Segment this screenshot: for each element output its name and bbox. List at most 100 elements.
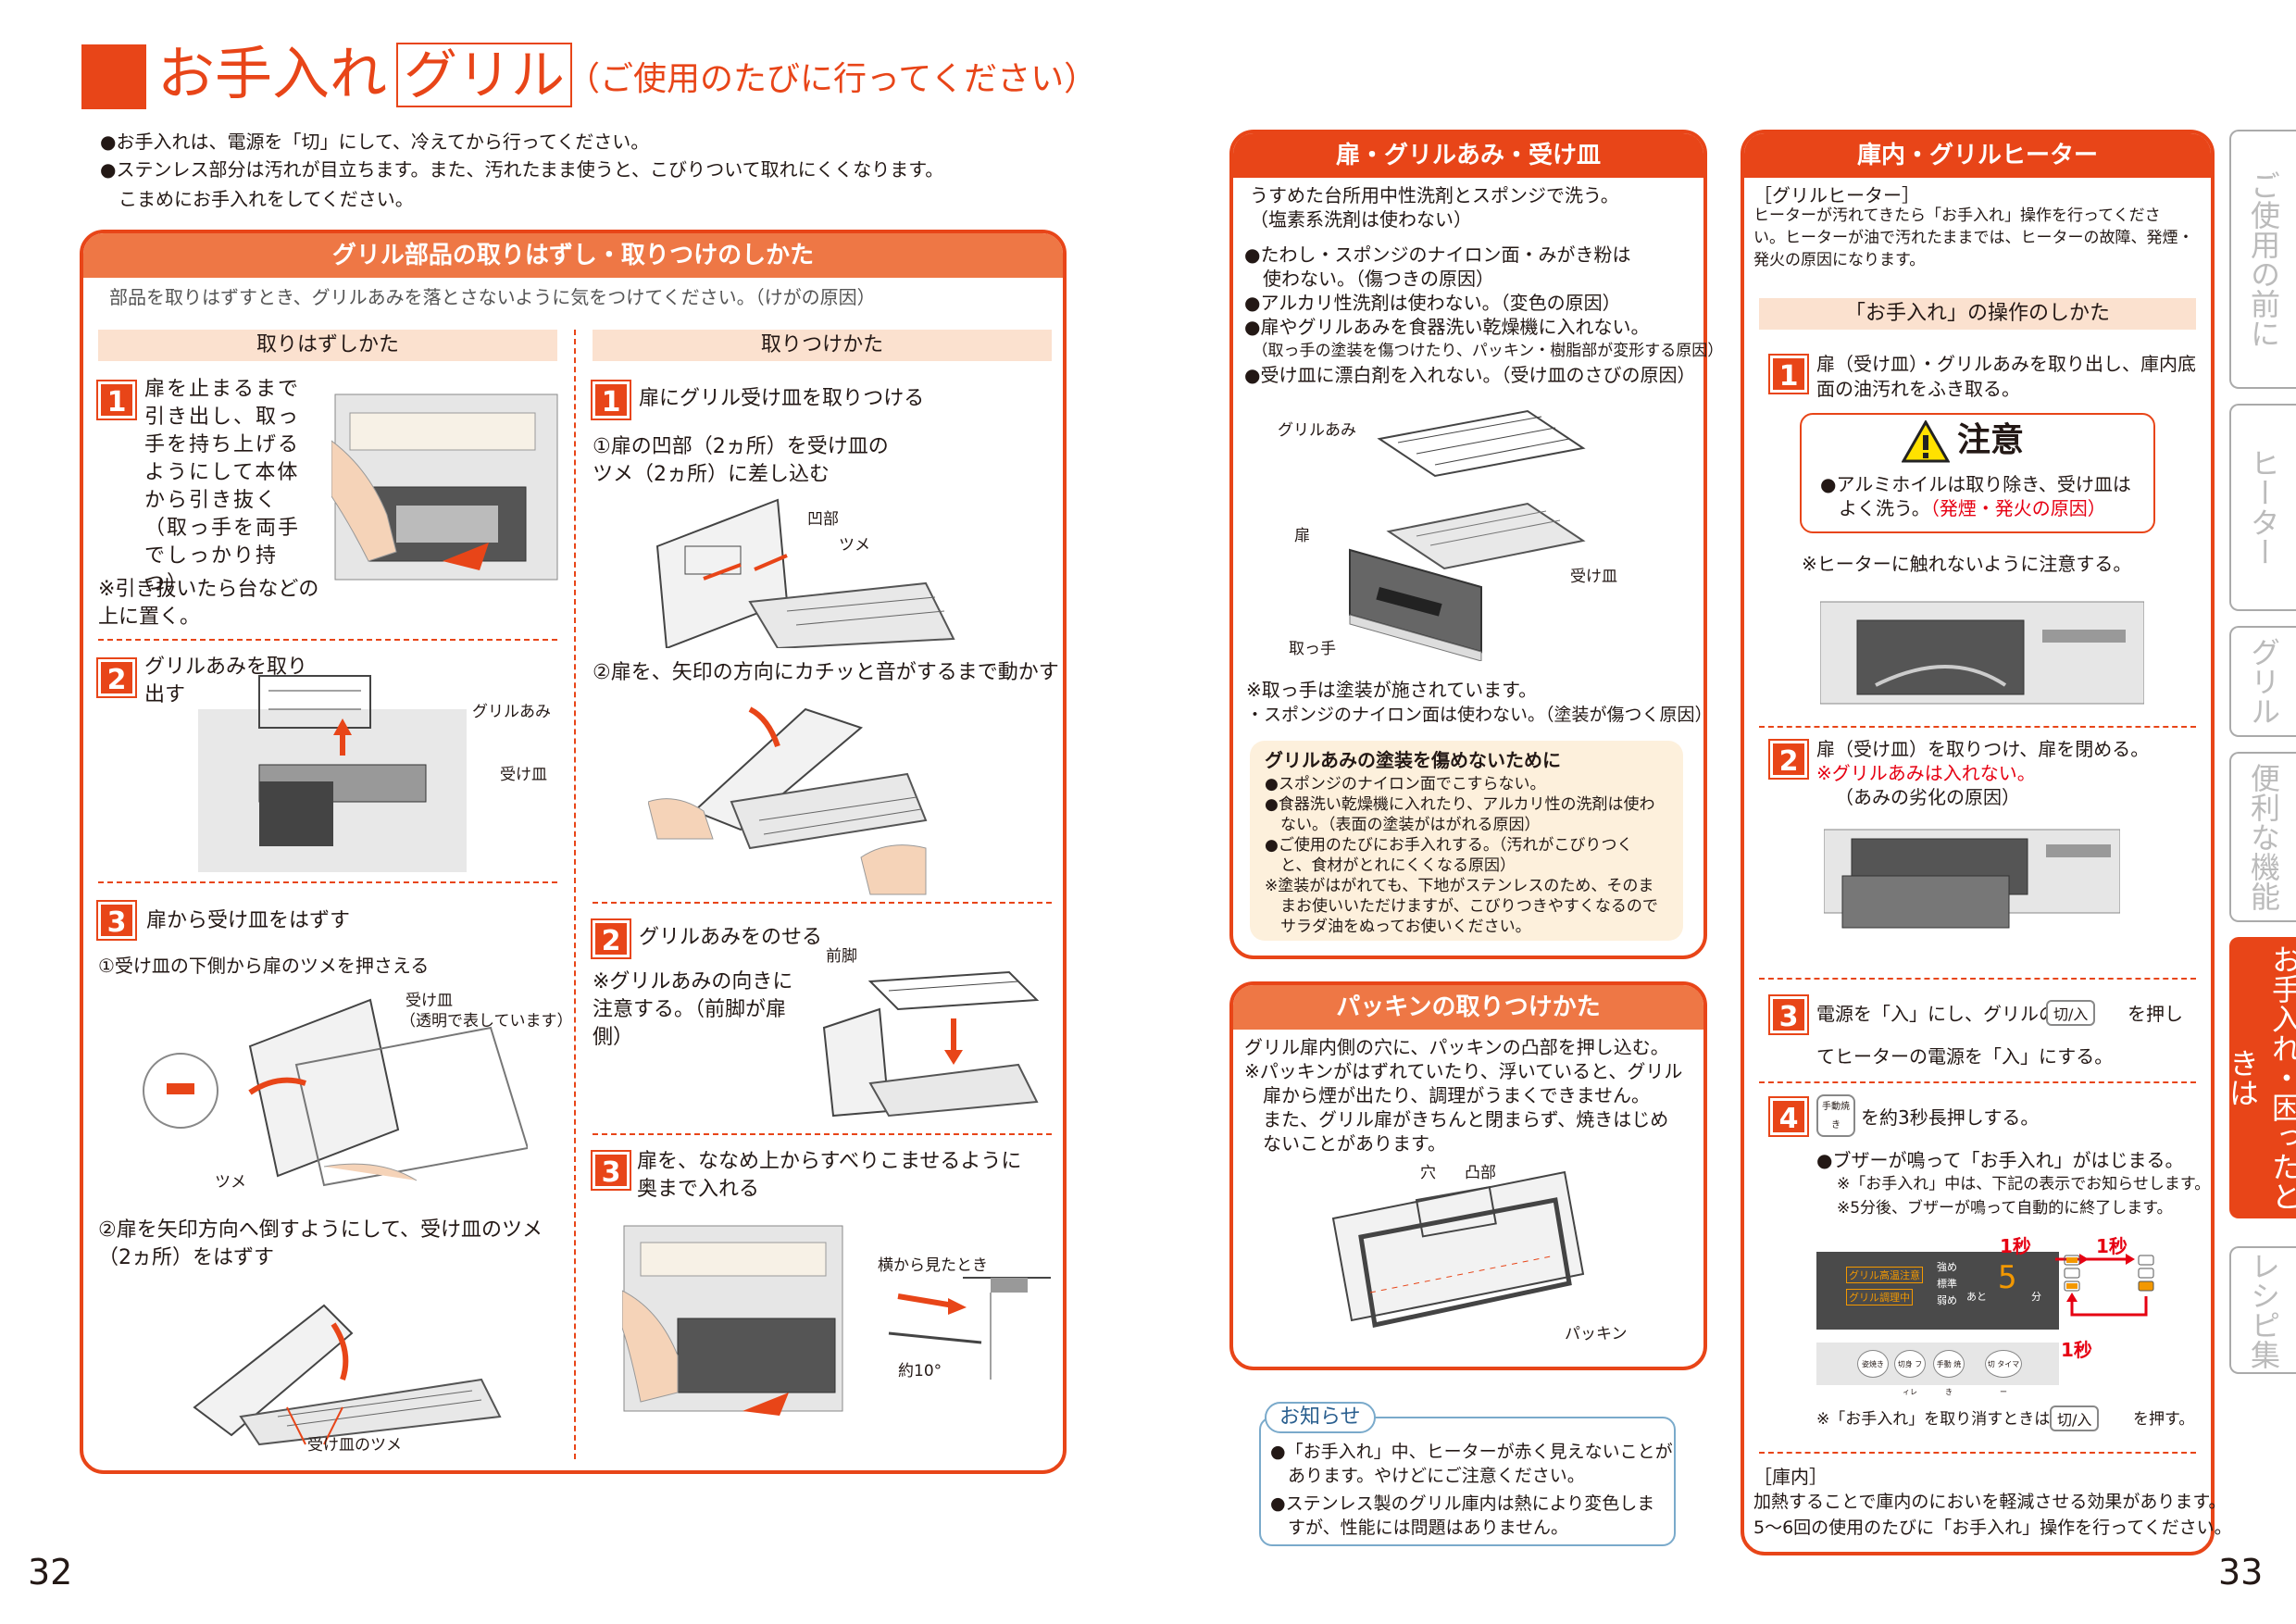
- panel-btn-manual[interactable]: 手動 焼き: [1933, 1350, 1965, 1396]
- caution-text-1: ●アルミホイルは取り除き、受け皿は: [1820, 473, 2131, 495]
- op-step3-text-b: を押し: [2128, 1003, 2183, 1025]
- heater-text-1: ヒーターが汚れてきたら「お手入れ」操作を行ってくださ: [1753, 206, 2161, 225]
- attach-step2-leg-label: 前脚: [826, 947, 857, 966]
- caution-text-2: よく洗う。（発煙・発火の原因）: [1820, 497, 2106, 519]
- tab-convenient[interactable]: 便利な機能: [2229, 752, 2296, 922]
- packing-convex-label: 凸部: [1465, 1164, 1496, 1182]
- door-bullet-5: （取っ手の塗装を傷つけたり、パッキン・樹脂部が変形する原因）: [1244, 342, 1724, 360]
- display-sec-2: 1秒: [2096, 1235, 2128, 1257]
- heater-text-2: い。ヒーターが油で汚れたままでは、ヒーターの故障、発煙・: [1753, 229, 2194, 247]
- attach-step2-note: ※グリルあみの向きに注意する。（前脚が扉側）: [593, 970, 793, 1049]
- attach-step1-recess-label: 凹部: [807, 510, 839, 529]
- column-divider: [574, 330, 576, 1459]
- attach-heading: 取りつけかた: [593, 330, 1052, 361]
- op-buzz: ●ブザーが鳴って「お手入れ」がはじまる。: [1816, 1149, 2184, 1171]
- remove-step2-tray-label: 受け皿: [500, 766, 547, 784]
- notice-line-2: あります。やけどにご注意ください。: [1270, 1466, 1585, 1486]
- op-step1-illustration: [1820, 601, 2144, 705]
- attach-step2-text: グリルあみをのせる: [639, 926, 823, 949]
- door-grill-label: グリルあみ: [1278, 421, 1356, 440]
- tab-recipes[interactable]: レシピ集: [2229, 1246, 2296, 1374]
- op-step2-text: 扉（受け皿）を取りつけ、扉を閉める。: [1816, 738, 2150, 760]
- display-sequence-diagram: [2055, 1254, 2154, 1317]
- coating-box-title: グリルあみの塗装を傷めないために: [1265, 749, 1561, 771]
- display-number: 5: [1998, 1259, 2017, 1296]
- attach-step3-side-label: 横から見たとき: [878, 1256, 988, 1275]
- door-bullet-4: ●扉やグリルあみを食器洗い乾燥機に入れない。: [1244, 316, 1650, 338]
- tab-before-use[interactable]: ご使用の前に: [2229, 130, 2296, 389]
- coating-line-1: ●スポンジのナイロン面でこすらない。: [1265, 775, 1546, 793]
- tab-heater[interactable]: ヒーター: [2229, 404, 2296, 611]
- notice-line-4: すが、性能には問題はありません。: [1270, 1518, 1569, 1538]
- packing-hole-label: 穴: [1420, 1164, 1436, 1182]
- manual-grill-button-icon[interactable]: 手動焼き: [1816, 1094, 1855, 1137]
- remove-step1-text: 扉を止まるまで引き出し、取っ手を持ち上げるようにして本体から引き抜く（取っ手を両…: [144, 378, 301, 595]
- heater-head: ［グリルヒーター］: [1753, 184, 1920, 206]
- attach-step1-illustration-2: [648, 706, 928, 895]
- packing-line-3: 扉から煙が出たり、調理がうまくできません。: [1244, 1084, 1650, 1106]
- door-lead-note: （塩素系洗剤は使わない）: [1250, 208, 1472, 231]
- remove-step3-text: 扉から受け皿をはずす: [146, 909, 351, 932]
- attach-step1-badge: 1: [591, 380, 631, 420]
- door-grill-tray-title: 扉・グリルあみ・受け皿: [1233, 133, 1703, 178]
- title-block-icon: [81, 44, 146, 109]
- notice-box: [1259, 1417, 1676, 1546]
- op-step3-onoff-button[interactable]: 切/入: [2046, 1000, 2096, 1026]
- remove-heading: 取りはずしかた: [98, 330, 557, 361]
- removal-caution: 部品を取りはずすとき、グリルあみを落とさないように気をつけてください。（けがの原…: [109, 286, 876, 308]
- op-divider-4: [1759, 1452, 2196, 1454]
- panel-btn-timer[interactable]: 切 タイマー: [1985, 1350, 2022, 1396]
- cancel-onoff-button[interactable]: 切/入: [2050, 1405, 2100, 1431]
- packing-title: パッキンの取りつけかた: [1233, 985, 1703, 1030]
- op-step4-badge: 4: [1768, 1096, 1809, 1137]
- tab-grill[interactable]: グリル: [2229, 626, 2296, 737]
- remove-step3-illustration-2: [193, 1304, 502, 1446]
- op-step2-note: （あみの劣化の原因）: [1835, 786, 2020, 808]
- display-label-high: グリル高温注意: [1846, 1267, 1923, 1283]
- remove-step2-badge: 2: [96, 657, 137, 698]
- op-step2-badge: 2: [1768, 739, 1809, 780]
- page-title-note: （ご使用のたびに行ってください）: [567, 60, 1098, 98]
- attach-divider-1: [593, 902, 1052, 904]
- intro-line-2: ●ステンレス部分は汚れが目立ちます。また、汚れたまま使うと、こびりついて取れにく…: [100, 158, 944, 181]
- op-divider-2: [1759, 978, 2196, 980]
- display-panel: [1816, 1252, 2059, 1330]
- intro-line-3: こまめにお手入れをしてください。: [100, 188, 414, 210]
- remove-step3-tray-label: 受け皿: [406, 992, 453, 1010]
- attach-divider-2: [593, 1133, 1052, 1135]
- door-note-2: ・スポンジのナイロン面は使わない。（塗装が傷つく原因）: [1246, 705, 1713, 725]
- display-unit: 分: [2031, 1291, 2041, 1303]
- remove-step3-badge: 3: [96, 900, 137, 941]
- op-step3-text-a: 電源を「入」にし、グリルの: [1816, 1003, 2057, 1025]
- remove-divider-2: [98, 881, 557, 883]
- remove-step1-note: ※引き抜いたら台などの上に置く。: [98, 578, 319, 629]
- heater-text-3: 発火の原因になります。: [1753, 251, 1926, 269]
- op-step3-text-c: てヒーターの電源を「入」にする。: [1816, 1045, 2114, 1068]
- remove-step1-badge: 1: [96, 380, 137, 420]
- panel-btn-whole[interactable]: 姿焼き: [1857, 1350, 1889, 1378]
- page-number-left: 32: [28, 1552, 73, 1593]
- attach-step2-illustration: [822, 970, 1040, 1118]
- door-grill-tray-illustration: [1349, 409, 1586, 661]
- coating-line-7: まお使いいただけますが、こびりつきやすくなるので: [1265, 897, 1658, 916]
- coating-line-5: と、食材がとれにくくなる原因）: [1265, 856, 1516, 875]
- inner-text-1: 加熱することで庫内のにおいを軽減させる効果があります。: [1753, 1492, 2227, 1512]
- cancel-text-b: を押す。: [2133, 1410, 2195, 1429]
- packing-line-2: ※パッキンがはずれていたり、浮いていると、グリル: [1244, 1060, 1683, 1082]
- display-sec-1: 1秒: [2000, 1235, 2031, 1257]
- door-handle-label: 取っ手: [1289, 640, 1336, 658]
- op-buzz-note-1: ※「お手入れ」中は、下記の表示でお知らせします。: [1837, 1175, 2211, 1193]
- attach-step3-angle-label: 約10°: [898, 1362, 942, 1380]
- packing-line-4: また、グリル扉がきちんと閉まらず、焼きはじめ: [1244, 1108, 1669, 1131]
- removal-panel-title: グリル部品の取りはずし・取りつけのしかた: [83, 233, 1063, 278]
- remove-step3-sub1: ①受け皿の下側から扉のツメを押さえる: [98, 955, 430, 977]
- panel-btn-fillet[interactable]: 切身 フィレ: [1894, 1350, 1926, 1396]
- remove-step3-illustration-1: [143, 998, 528, 1187]
- attach-step1-claw-label: ツメ: [839, 536, 870, 555]
- intro-line-1: ●お手入れは、電源を「切」にして、冷えてから行ってください。: [100, 131, 650, 153]
- remove-step2-text: グリルあみを取り出す: [144, 656, 308, 706]
- coating-line-4: ●ご使用のたびにお手入れする。（汚れがこびりつく: [1265, 836, 1633, 855]
- attach-step1-sub2: ②扉を、矢印の方向にカチッと音がするまで動かす: [593, 661, 1059, 684]
- coating-line-6: ※塗装がはがれても、下地がステンレスのため、そのま: [1265, 877, 1654, 895]
- tab-care-trouble[interactable]: お手入れ・困ったときは: [2225, 937, 2296, 1218]
